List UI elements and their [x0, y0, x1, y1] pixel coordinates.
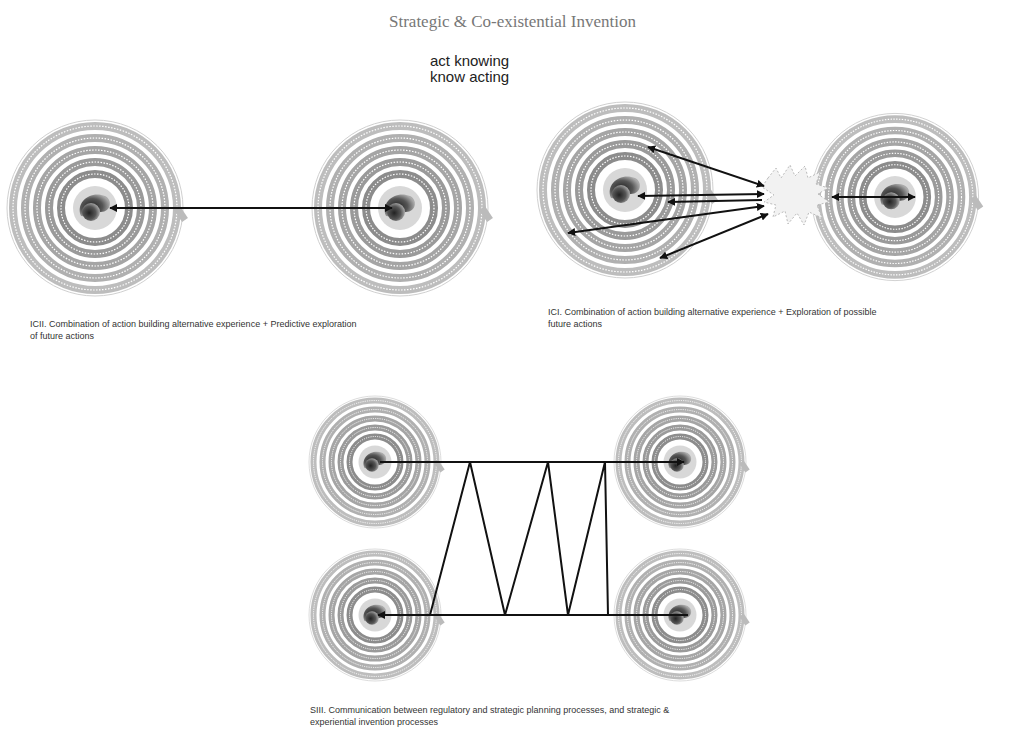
figure-caption: SIII. Communication between regulatory a…	[310, 704, 670, 728]
diagram-title: Strategic & Co-existential Invention	[389, 12, 636, 32]
figure-caption: ICII. Combination of action building alt…	[30, 318, 360, 342]
note-text: act knowing	[430, 52, 509, 69]
figure-caption: ICI. Combination of action building alte…	[548, 306, 878, 330]
note-text: know acting	[430, 68, 509, 85]
